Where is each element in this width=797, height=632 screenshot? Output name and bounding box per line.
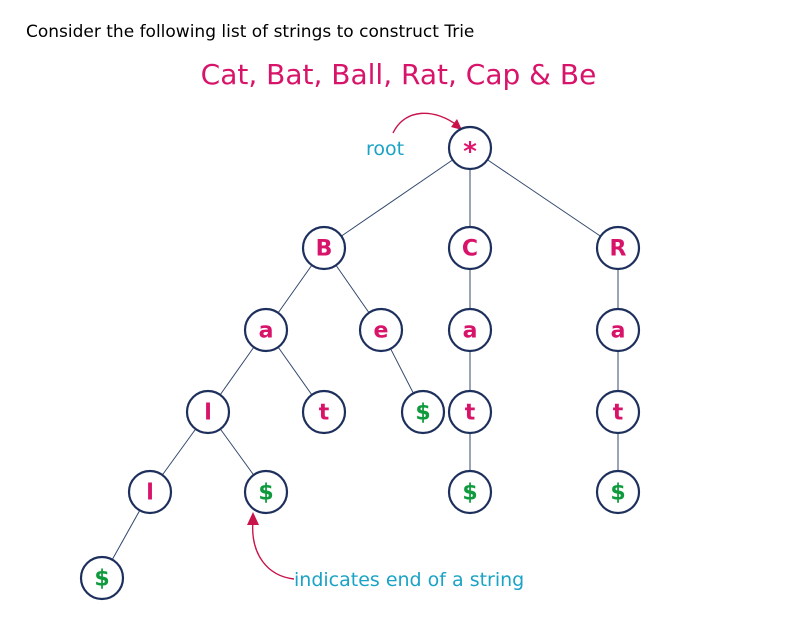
trie-node-R: R bbox=[595, 225, 641, 271]
node-circle bbox=[358, 307, 404, 353]
node-label: $ bbox=[94, 567, 109, 592]
trie-node-Ball: l bbox=[127, 469, 173, 515]
end-label: indicates end of a string bbox=[294, 569, 524, 591]
node-label: C bbox=[462, 237, 478, 262]
node-circle bbox=[447, 389, 493, 435]
trie-node-Bat: t bbox=[301, 389, 347, 435]
trie-node-Ba: a bbox=[243, 307, 289, 353]
node-circle bbox=[301, 225, 347, 271]
node-label: $ bbox=[610, 481, 625, 506]
edge-Ball-Ball$ bbox=[111, 510, 141, 560]
node-label: $ bbox=[415, 401, 430, 426]
node-label: t bbox=[613, 401, 624, 426]
end-arrowhead bbox=[247, 512, 259, 525]
edge-root-B bbox=[341, 159, 453, 237]
edge-Bal-Bal$ bbox=[219, 428, 255, 476]
root-label: root bbox=[366, 138, 404, 160]
node-label: e bbox=[374, 319, 389, 344]
node-label: B bbox=[316, 237, 333, 262]
strings-heading: Cat, Bat, Ball, Rat, Cap & Be bbox=[200, 58, 597, 91]
node-circle bbox=[595, 389, 641, 435]
trie-node-Ca: a bbox=[447, 307, 493, 353]
trie-node-Cat-end: $ bbox=[447, 469, 493, 515]
node-circle bbox=[185, 389, 231, 435]
root-arrowhead bbox=[451, 119, 462, 130]
node-label: t bbox=[319, 401, 330, 426]
node-label: a bbox=[611, 319, 626, 344]
trie-node-Bal: l bbox=[185, 389, 231, 435]
trie-node-B: B bbox=[301, 225, 347, 271]
node-label: $ bbox=[462, 481, 477, 506]
node-circle bbox=[447, 469, 493, 515]
node-circle bbox=[447, 225, 493, 271]
node-label: l bbox=[146, 481, 154, 506]
trie-node-Bal-end: $ bbox=[243, 469, 289, 515]
node-circle bbox=[127, 469, 173, 515]
trie-node-Be: e bbox=[358, 307, 404, 353]
root-arrow bbox=[392, 112, 459, 134]
node-label: l bbox=[204, 401, 212, 426]
node-label: R bbox=[610, 237, 627, 262]
node-label: a bbox=[259, 319, 274, 344]
trie-node-Ball-end: $ bbox=[79, 555, 125, 601]
node-circle bbox=[79, 555, 125, 601]
trie-node-Cat: t bbox=[447, 389, 493, 435]
node-circle bbox=[243, 469, 289, 515]
edge-B-Ba bbox=[277, 264, 313, 314]
edge-Ba-Bal bbox=[219, 346, 255, 396]
node-circle bbox=[243, 307, 289, 353]
node-circle bbox=[400, 389, 446, 435]
node-circle bbox=[447, 125, 493, 171]
node-circle bbox=[595, 225, 641, 271]
node-circle bbox=[447, 307, 493, 353]
edge-B-Be bbox=[335, 264, 370, 314]
trie-node-Ra: a bbox=[595, 307, 641, 353]
edge-Be-Be$ bbox=[390, 348, 414, 394]
trie-node-C: C bbox=[447, 225, 493, 271]
edge-root-R bbox=[487, 159, 601, 237]
node-label: t bbox=[465, 401, 476, 426]
node-label: $ bbox=[258, 481, 273, 506]
trie-node-Rat: t bbox=[595, 389, 641, 435]
node-label: a bbox=[463, 319, 478, 344]
trie-nodes: * B C Ra e a a l t $ t t l $ $ $ $ bbox=[79, 125, 641, 601]
node-circle bbox=[595, 469, 641, 515]
edge-Bal-Ball bbox=[161, 428, 197, 476]
trie-node-Be-end: $ bbox=[400, 389, 446, 435]
node-circle bbox=[595, 307, 641, 353]
trie-node-Rat-end: $ bbox=[595, 469, 641, 515]
end-arrow bbox=[252, 519, 295, 580]
intro-text: Consider the following list of strings t… bbox=[26, 22, 475, 42]
trie-node-root: * bbox=[447, 125, 493, 171]
trie-edges bbox=[111, 159, 619, 560]
node-label: * bbox=[463, 137, 477, 167]
edge-Ba-Bat bbox=[277, 346, 313, 396]
node-circle bbox=[301, 389, 347, 435]
